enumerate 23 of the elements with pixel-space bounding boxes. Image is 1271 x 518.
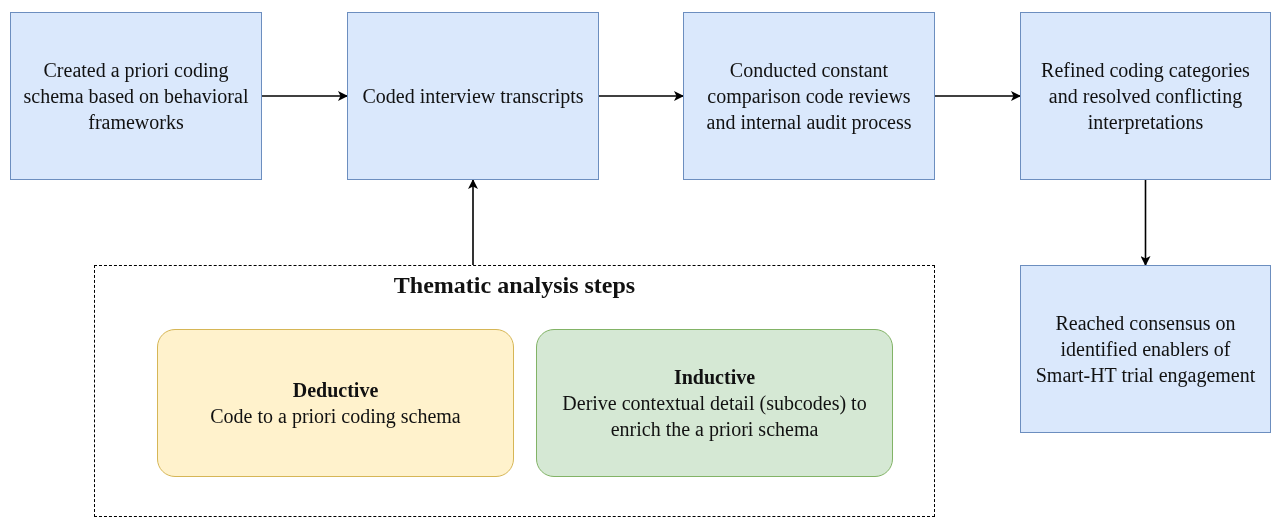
dashed-group-frame (94, 265, 935, 517)
process-box (1020, 265, 1271, 433)
process-box (347, 12, 599, 180)
box-text: Refined coding categories and resolved conflicting interpretations (1040, 58, 1251, 135)
box-heading: Deductive (292, 378, 379, 403)
arrow (468, 179, 478, 266)
process-box (1020, 12, 1271, 180)
box-text: Conducted constant comparison code reviews and internal audit process (705, 58, 913, 135)
rounded-box (157, 329, 514, 477)
arrow (1140, 179, 1151, 266)
arrow (934, 91, 1021, 101)
process-box (683, 12, 935, 180)
box-text: Derive contextual detail (subcodes) to enrich the a priori schema (561, 391, 868, 442)
arrow (261, 91, 348, 101)
box-text: Reached consensus on identified enablers of Smart-HT trial engagement (1034, 311, 1257, 388)
box-text: Code to a priori coding schema (210, 404, 461, 429)
process-box (10, 12, 262, 180)
box-text: Coded interview transcripts (362, 84, 584, 109)
rounded-box (536, 329, 893, 477)
box-heading: Inductive (673, 365, 756, 390)
arrow (598, 91, 684, 101)
group-heading: Thematic analysis steps (393, 271, 636, 300)
box-text: Created a priori coding schema based on behavioral frameworks (22, 58, 250, 135)
